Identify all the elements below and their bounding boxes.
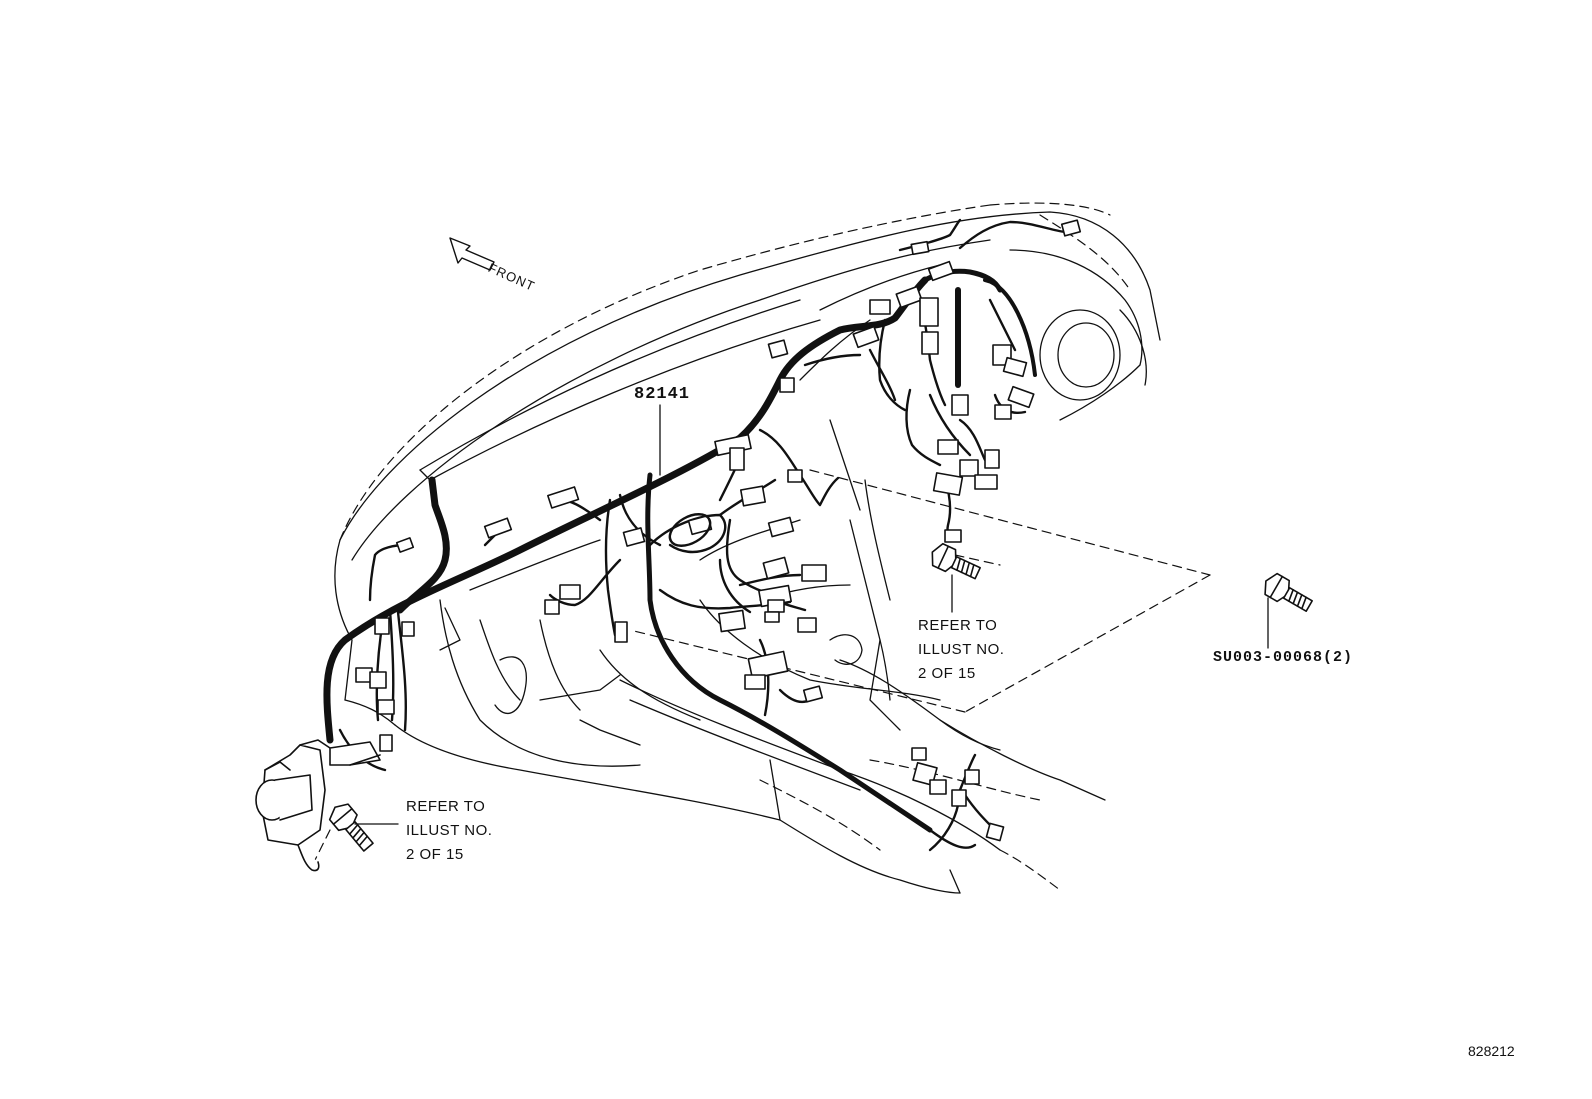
leader-lines bbox=[354, 404, 1269, 825]
bolt-icon bbox=[328, 803, 374, 852]
refer-note-center-line1: REFER TO bbox=[918, 617, 998, 634]
figure-id: 828212 bbox=[1468, 1043, 1515, 1059]
front-arrow-icon bbox=[449, 237, 495, 271]
refer-note-left-line1: REFER TO bbox=[406, 798, 486, 815]
bolt-icon bbox=[1264, 572, 1313, 612]
bolt-icon bbox=[931, 542, 981, 580]
refer-note-left-line2: ILLUST NO. bbox=[406, 822, 493, 839]
bolt-part-number: SU003-00068(2) bbox=[1213, 649, 1354, 666]
connectors bbox=[355, 219, 1082, 842]
left-bracket-assembly bbox=[255, 739, 381, 872]
center-loop bbox=[668, 513, 712, 547]
refer-note-left: REFER TO ILLUST NO. 2 OF 15 bbox=[406, 795, 492, 867]
refer-note-center: REFER TO ILLUST NO. 2 OF 15 bbox=[918, 614, 1004, 686]
dashed-guides bbox=[309, 202, 1211, 891]
branch-wires bbox=[338, 218, 1067, 852]
refer-note-left-line3: 2 OF 15 bbox=[406, 846, 464, 863]
harness-part-number: 82141 bbox=[634, 385, 691, 404]
refer-note-center-line3: 2 OF 15 bbox=[918, 665, 976, 682]
dashboard-outline bbox=[334, 211, 1161, 894]
refer-note-center-line2: ILLUST NO. bbox=[918, 641, 1005, 658]
